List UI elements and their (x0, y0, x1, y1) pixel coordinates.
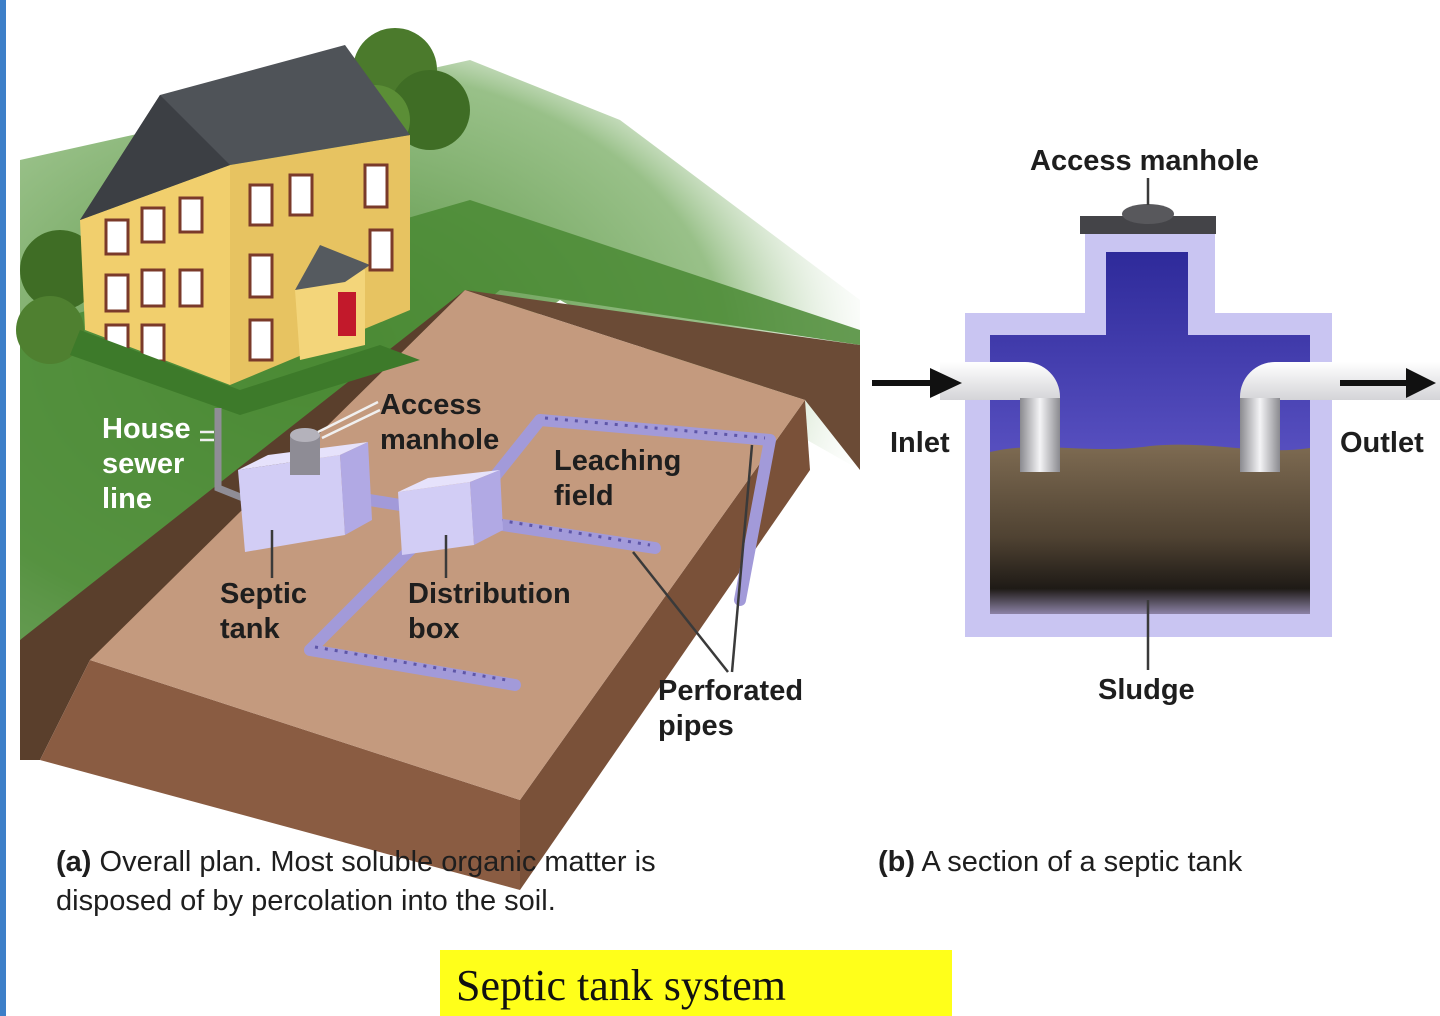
outlet-pipe (1240, 362, 1440, 472)
label-access-manhole-b: Access manhole (1030, 145, 1259, 177)
flow-arrows (872, 368, 1436, 398)
house (70, 45, 420, 415)
title-banner: Septic tank system (440, 950, 952, 1016)
caption-b: (b) A section of a septic tank (878, 843, 1242, 882)
label-inlet: Inlet (890, 427, 950, 459)
leader-lines-a (200, 400, 381, 442)
caption-a-line2: disposed of by percolation into the soil… (56, 885, 556, 917)
title-text: Septic tank system (456, 961, 786, 1010)
label-sludge: Sludge (1098, 674, 1195, 706)
soil-right-face (520, 400, 810, 890)
septic-tank-box (238, 428, 372, 552)
manhole-handle (1122, 204, 1174, 224)
caption-b-text: A section of a septic tank (921, 846, 1243, 878)
label-septic-tank: Septic tank (220, 578, 308, 645)
sludge-layer (990, 444, 1310, 614)
label-outlet: Outlet (1340, 427, 1424, 459)
leader-lines-a-dark (270, 444, 754, 673)
manhole-cover-plate (1080, 216, 1216, 234)
caption-a: (a) Overall plan. Most soluble organic m… (56, 843, 656, 921)
caption-b-letter: (b) (878, 846, 916, 878)
label-house-sewer-line: House sewer line (102, 413, 191, 515)
pipe-perforations (314, 416, 766, 683)
inlet-pipe (940, 362, 1060, 472)
tank-section (965, 204, 1332, 637)
label-distribution-box: Distribution box (408, 578, 571, 645)
label-perforated-pipes: Perforated pipes (658, 675, 804, 742)
label-leaching-field: Leaching field (554, 445, 682, 512)
caption-a-letter: (a) (56, 846, 92, 878)
slide-edge-bar (0, 0, 6, 1016)
distribution-box (398, 470, 503, 555)
soil-back-wall (465, 290, 860, 470)
soil-front-face (40, 660, 520, 890)
house-sewer-line (214, 408, 250, 504)
label-access-manhole-a: Access manhole (380, 389, 500, 456)
caption-a-line1: Overall plan. Most soluble organic matte… (99, 846, 656, 878)
